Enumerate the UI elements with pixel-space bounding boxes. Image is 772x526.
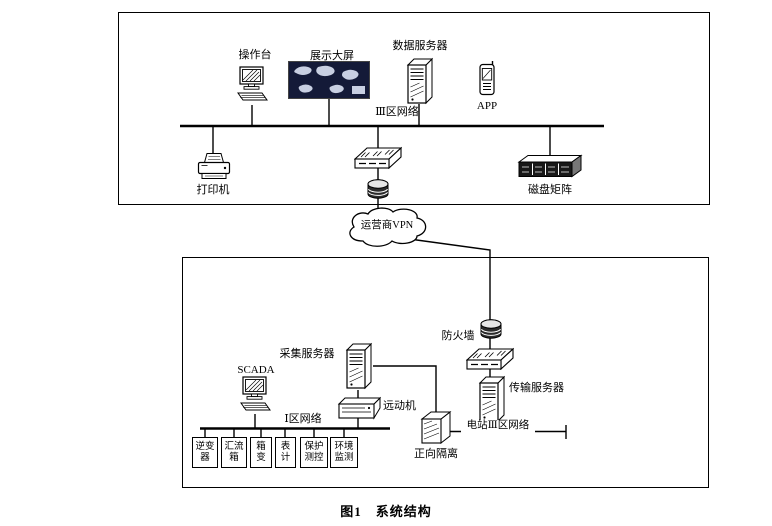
transfer-server-label: 传输服务器 (509, 382, 564, 394)
display-screen-icon (288, 61, 370, 99)
upper-zone-frame (118, 12, 710, 205)
device-box-combiner: 汇流箱 (221, 437, 247, 468)
firewall-cylinder-icon (478, 317, 504, 341)
figure-caption: 图1 系统结构 (340, 504, 432, 519)
collect-server-icon (344, 342, 372, 390)
device-box-environment: 环境监测 (330, 437, 358, 468)
device-box-protection: 保护测控 (300, 437, 328, 468)
console-label: 操作台 (238, 49, 272, 61)
core-switch-icon (354, 143, 402, 169)
disk-array-label: 磁盘矩阵 (528, 184, 572, 196)
scada-label: SCADA (237, 364, 275, 376)
collect-server-label: 采集服务器 (279, 348, 335, 360)
firewall-label: 防火墙 (441, 330, 475, 342)
rtu-icon (337, 396, 381, 420)
isolation-label: 正向隔离 (414, 448, 458, 460)
console-computer-icon (233, 66, 271, 106)
app-label: APP (476, 100, 498, 112)
data-server-icon (405, 57, 433, 105)
scada-computer-icon (236, 376, 274, 416)
vpn-cloud (349, 207, 427, 247)
printer-icon (197, 153, 231, 179)
lower-zone-frame (182, 257, 709, 488)
data-server-label: 数据服务器 (392, 40, 448, 52)
app-phone-icon (479, 61, 495, 96)
vpn-label: 运营商VPN (360, 220, 414, 231)
connectors (180, 97, 604, 439)
display-label: 展示大屏 (310, 50, 354, 62)
firewall-switch-icon (466, 344, 514, 370)
modem-icon (365, 177, 391, 201)
device-box-transformer: 箱变 (250, 437, 272, 468)
disk-array-icon (517, 154, 583, 178)
printer-label: 打印机 (196, 184, 230, 196)
zone3-network-label: Ⅲ区网络 (375, 106, 419, 118)
zone1-network-label: Ⅰ区网络 (284, 413, 322, 425)
station-network-label: 电站Ⅲ区网络 (461, 420, 535, 433)
rtu-label: 远动机 (383, 400, 416, 412)
transfer-server-icon (477, 375, 505, 423)
device-box-meter: 表计 (275, 437, 296, 468)
device-box-inverter: 逆变器 (192, 437, 218, 468)
isolation-device-icon (420, 410, 452, 445)
